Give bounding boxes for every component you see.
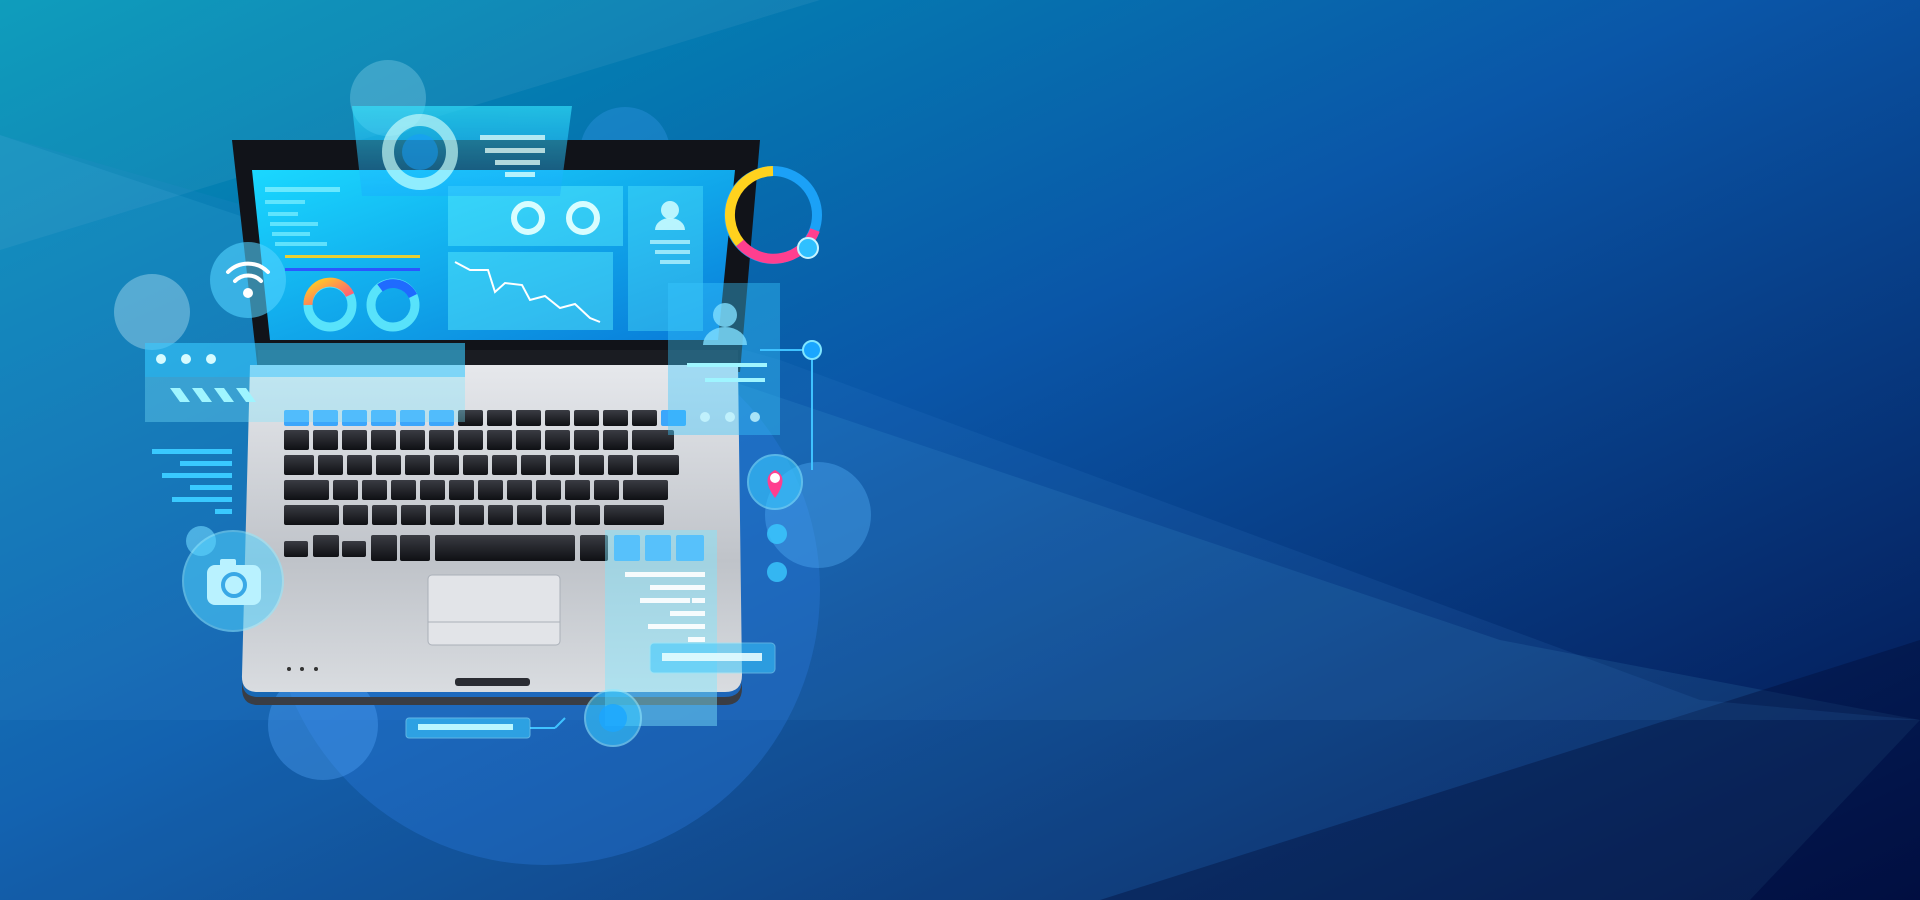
keycap	[603, 430, 628, 450]
keycap	[478, 480, 503, 500]
keycap	[284, 410, 309, 426]
keycap	[401, 505, 426, 525]
screen-gauge-2	[366, 278, 420, 332]
holo-panel-top	[352, 106, 572, 196]
keycap	[507, 480, 532, 500]
keycap	[376, 455, 401, 475]
keycap	[284, 430, 309, 450]
keycap	[435, 535, 575, 561]
donut-gauge-icon	[724, 166, 822, 264]
keycap	[400, 535, 430, 561]
keycap	[574, 410, 599, 426]
keycap	[400, 430, 425, 450]
keycap	[579, 455, 604, 475]
keycap	[487, 410, 512, 426]
keycap	[284, 505, 339, 525]
keycap	[342, 410, 367, 426]
holo-progress-bar	[405, 717, 531, 739]
keycap	[372, 505, 397, 525]
keycap	[661, 410, 686, 426]
keycap	[516, 430, 541, 450]
keycap	[608, 455, 633, 475]
keycap	[545, 430, 570, 450]
keycap	[391, 480, 416, 500]
keycap	[284, 541, 308, 557]
keycap	[458, 410, 483, 426]
laptop-lid	[232, 140, 760, 372]
keyboard	[284, 410, 704, 561]
keycap	[284, 480, 329, 500]
keycap	[632, 430, 674, 450]
light-beam-3	[1100, 640, 1920, 900]
holo-button-bar	[649, 642, 776, 674]
keycap	[580, 535, 608, 561]
keycap	[347, 455, 372, 475]
keycap	[400, 410, 425, 426]
keycap	[371, 535, 397, 561]
holo-panel-right	[668, 283, 780, 435]
keycap	[429, 430, 454, 450]
keycap	[623, 480, 668, 500]
keycap	[487, 430, 512, 450]
keycap	[429, 410, 454, 426]
keycap	[575, 505, 600, 525]
keycap	[420, 480, 445, 500]
keycap	[574, 430, 599, 450]
keycap	[342, 430, 367, 450]
keycap	[516, 410, 541, 426]
keycap	[405, 455, 430, 475]
camera-icon	[182, 526, 284, 632]
wifi-icon	[210, 242, 286, 318]
keycap	[545, 410, 570, 426]
soft-circle-2	[114, 274, 190, 350]
keycap	[521, 455, 546, 475]
keycap	[676, 535, 704, 561]
keycap	[550, 455, 575, 475]
keycap	[604, 505, 664, 525]
keycap	[333, 480, 358, 500]
location-pin-icon	[747, 454, 803, 510]
keycap	[313, 535, 339, 557]
keycap	[430, 505, 455, 525]
keycap	[362, 480, 387, 500]
keycap	[318, 455, 343, 475]
line-chart-icon	[454, 261, 601, 323]
keycap	[614, 535, 640, 561]
keycap	[434, 455, 459, 475]
keycap	[637, 455, 679, 475]
keycap	[517, 505, 542, 525]
keycap	[449, 480, 474, 500]
keycap	[546, 505, 571, 525]
keycap	[565, 480, 590, 500]
holo-bar-left	[145, 343, 465, 422]
keycap	[342, 541, 366, 557]
keycap	[594, 480, 619, 500]
keycap	[463, 455, 488, 475]
keycap	[284, 455, 314, 475]
keycap	[488, 505, 513, 525]
screen-chart-panel	[448, 252, 613, 330]
trackpad	[427, 574, 561, 646]
holo-node-bottom	[584, 689, 642, 747]
keycap	[313, 430, 338, 450]
keycap	[371, 410, 396, 426]
keycap	[645, 535, 671, 561]
keycap	[458, 430, 483, 450]
keycap	[343, 505, 368, 525]
keycap	[536, 480, 561, 500]
screen-gauge-1	[303, 277, 357, 332]
keycap	[313, 410, 338, 426]
keycap	[459, 505, 484, 525]
keycap	[371, 430, 396, 450]
keycap	[492, 455, 517, 475]
keycap	[603, 410, 628, 426]
keycap	[632, 410, 657, 426]
light-beam-2	[0, 0, 1920, 250]
user-icon	[661, 201, 679, 219]
holo-list-left	[152, 449, 232, 514]
screen-text-lines	[265, 187, 340, 192]
